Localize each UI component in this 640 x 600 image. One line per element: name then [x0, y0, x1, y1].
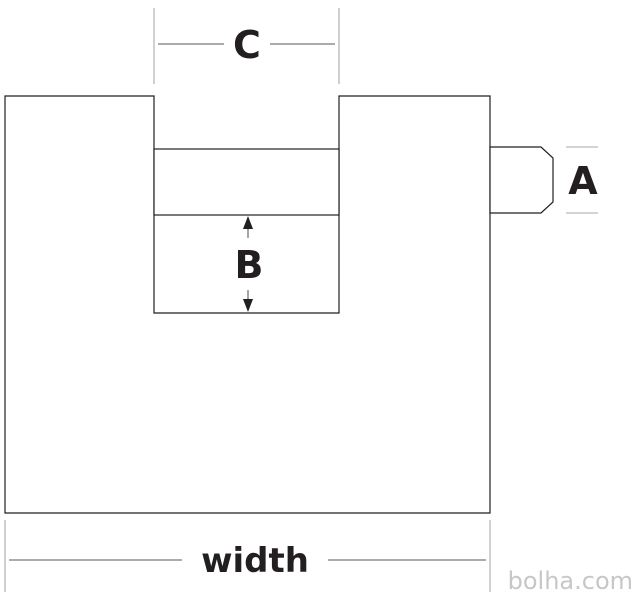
width-label: width	[201, 541, 309, 581]
a-label: A	[568, 159, 598, 203]
c-label: C	[233, 23, 261, 67]
watermark: bolha.com	[508, 567, 633, 595]
shackle-bar	[153, 148, 340, 216]
side-bolt	[489, 146, 554, 214]
b-arrow-down	[243, 299, 253, 312]
b-arrow-up	[243, 216, 253, 229]
b-label: B	[235, 243, 264, 287]
